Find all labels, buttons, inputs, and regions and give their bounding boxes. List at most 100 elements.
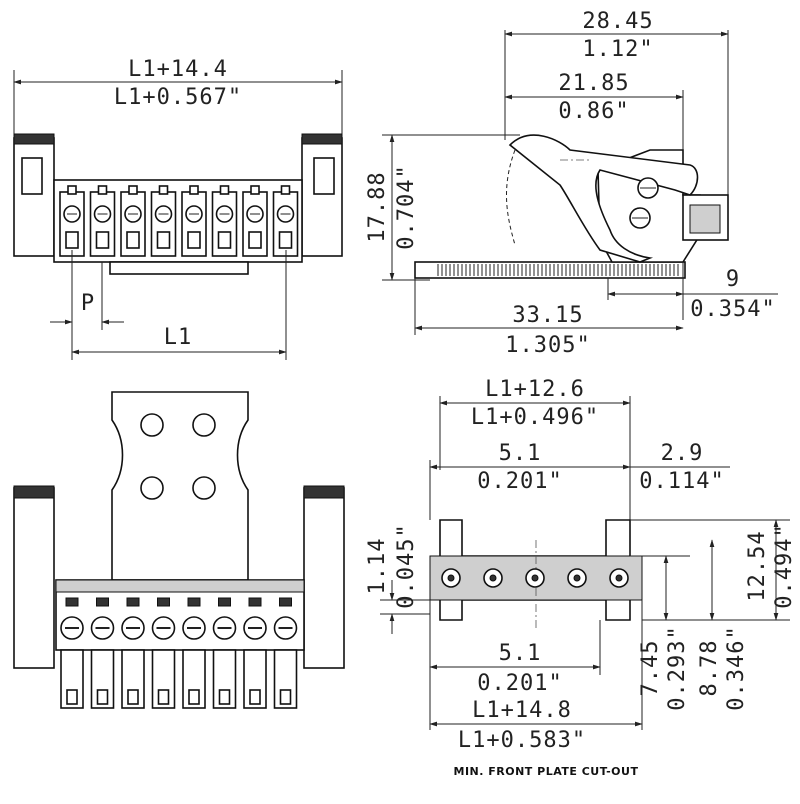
dim-inner-top: 21.85 — [558, 71, 629, 96]
front-pole-tab — [250, 185, 260, 195]
right-flange-slot — [313, 157, 335, 195]
bottom-pole-tab — [96, 597, 109, 607]
cut-overall-top: L1+14.8 — [472, 698, 572, 723]
dim-base-top: 33.15 — [512, 303, 583, 328]
front-view: L1+14.4 L1+0.567" P L1 — [13, 57, 343, 360]
dim-width-top: 28.45 — [582, 9, 653, 34]
plate-hole-2 — [192, 413, 216, 437]
cutout-hole-center — [447, 574, 455, 582]
bottom-pole-leg-slot — [279, 689, 292, 705]
front-pole-wire-entry — [217, 231, 232, 249]
bottom-left-flange — [13, 487, 55, 669]
bottom-pole-leg-slot — [157, 689, 170, 705]
cut-h1-top: 7.45 — [638, 640, 663, 697]
cut-small-top: 1.14 — [365, 538, 390, 595]
base-teeth — [437, 264, 679, 276]
cut-overall-bottom: L1+0.583" — [458, 728, 586, 753]
bottom-pole-tab — [65, 597, 79, 607]
plate-hole-4 — [192, 476, 216, 500]
left-flange — [13, 137, 55, 257]
bottom-right-flange-top — [303, 485, 345, 499]
dim-overall-bottom: L1+0.567" — [114, 85, 242, 110]
dim-length: L1 — [164, 325, 193, 350]
cut-h2-bottom: 0.346" — [724, 625, 749, 710]
cut-h2-top: 8.78 — [697, 640, 722, 697]
side-view: 28.45 1.12" 21.85 0.86" 17.88 0.704" — [365, 9, 778, 358]
cut-h1-bottom: 0.293" — [665, 625, 690, 710]
cut-width-top: L1+12.6 — [485, 377, 585, 402]
bottom-pole-leg-slot — [127, 689, 139, 705]
bottom-pole-leg-slot — [249, 689, 261, 705]
dim-offset-top: 9 — [726, 267, 740, 292]
bottom-pole-tab — [248, 597, 262, 607]
cutout-hole-center — [573, 574, 581, 582]
lever-dashed-path — [506, 149, 516, 246]
front-pole-tab — [158, 185, 169, 195]
bottom-pole-tab — [187, 597, 201, 607]
bottom-pole-tab — [126, 597, 140, 607]
bottom-pole-tab — [157, 597, 170, 607]
bottom-rail — [109, 261, 249, 275]
right-flange-top — [301, 133, 343, 145]
left-flange-top — [13, 133, 55, 145]
bottom-pole-leg-slot — [96, 689, 109, 705]
cut-lower-left-top: 5.1 — [499, 641, 542, 666]
bottom-pole-leg-slot — [188, 689, 200, 705]
dim-height-top: 17.88 — [365, 171, 390, 242]
bottom-pole-tab — [218, 597, 231, 607]
cut-small-bottom: 0.045" — [394, 523, 419, 608]
front-pole-tab — [97, 185, 108, 195]
plate-hole-3 — [140, 476, 164, 500]
bottom-right-flange — [303, 487, 345, 669]
plate-hole-1 — [140, 413, 164, 437]
cut-h3-bottom: 0.494" — [772, 523, 797, 608]
front-pole-tab — [67, 185, 77, 195]
dim-base-bottom: 1.305" — [505, 333, 590, 358]
front-poles — [59, 185, 299, 257]
cut-left-top: 5.1 — [499, 441, 542, 466]
cut-width-bottom: L1+0.496" — [471, 405, 599, 430]
bottom-view — [13, 391, 345, 709]
cut-lower-left-bottom: 0.201" — [477, 671, 562, 696]
front-pole-wire-entry — [248, 231, 262, 249]
bottom-pole-leg-slot — [218, 689, 231, 705]
dim-offset-bottom: 0.354" — [690, 297, 775, 322]
front-pole-wire-entry — [187, 231, 201, 249]
cut-right-top: 2.9 — [661, 441, 704, 466]
front-pole-tab — [280, 185, 291, 195]
bottom-pole-tab — [279, 597, 292, 607]
dim-pitch: P — [81, 291, 95, 316]
bottom-block-top — [55, 579, 305, 593]
cutout-view: L1+12.6 L1+0.496" 5.1 0.201" 2.9 0.114" … — [365, 377, 797, 778]
bottom-pole-leg-slot — [66, 689, 78, 705]
front-pole-tab — [128, 185, 138, 195]
left-flange-slot — [21, 157, 43, 195]
cut-left-bottom: 0.201" — [477, 469, 562, 494]
cutout-holes — [441, 568, 629, 588]
cutout-hole-center — [615, 574, 623, 582]
front-pole-wire-entry — [65, 231, 79, 249]
front-pole-wire-entry — [156, 231, 171, 249]
front-pole-wire-entry — [278, 231, 293, 249]
front-pole-tab — [189, 185, 199, 195]
lever-plate — [111, 391, 249, 581]
bottom-left-flange-top — [13, 485, 55, 499]
right-flange — [301, 137, 343, 257]
cut-h3-top: 12.54 — [745, 530, 770, 601]
dim-overall-top: L1+14.4 — [128, 57, 228, 82]
front-pole-tab — [219, 185, 230, 195]
cutout-hole-center — [489, 574, 497, 582]
release-lever — [508, 134, 699, 263]
dim-inner-bottom: 0.86" — [558, 99, 629, 124]
dim-width-bottom: 1.12" — [582, 37, 653, 62]
cutout-hole-center — [531, 574, 539, 582]
dim-height-bottom: 0.704" — [394, 164, 419, 249]
side-plug-inner — [689, 204, 721, 234]
cutout-caption: MIN. FRONT PLATE CUT-OUT — [454, 765, 639, 778]
cut-right-bottom: 0.114" — [639, 469, 724, 494]
front-pole-wire-entry — [126, 231, 140, 249]
front-pole-wire-entry — [95, 231, 110, 249]
bottom-poles — [60, 597, 298, 709]
